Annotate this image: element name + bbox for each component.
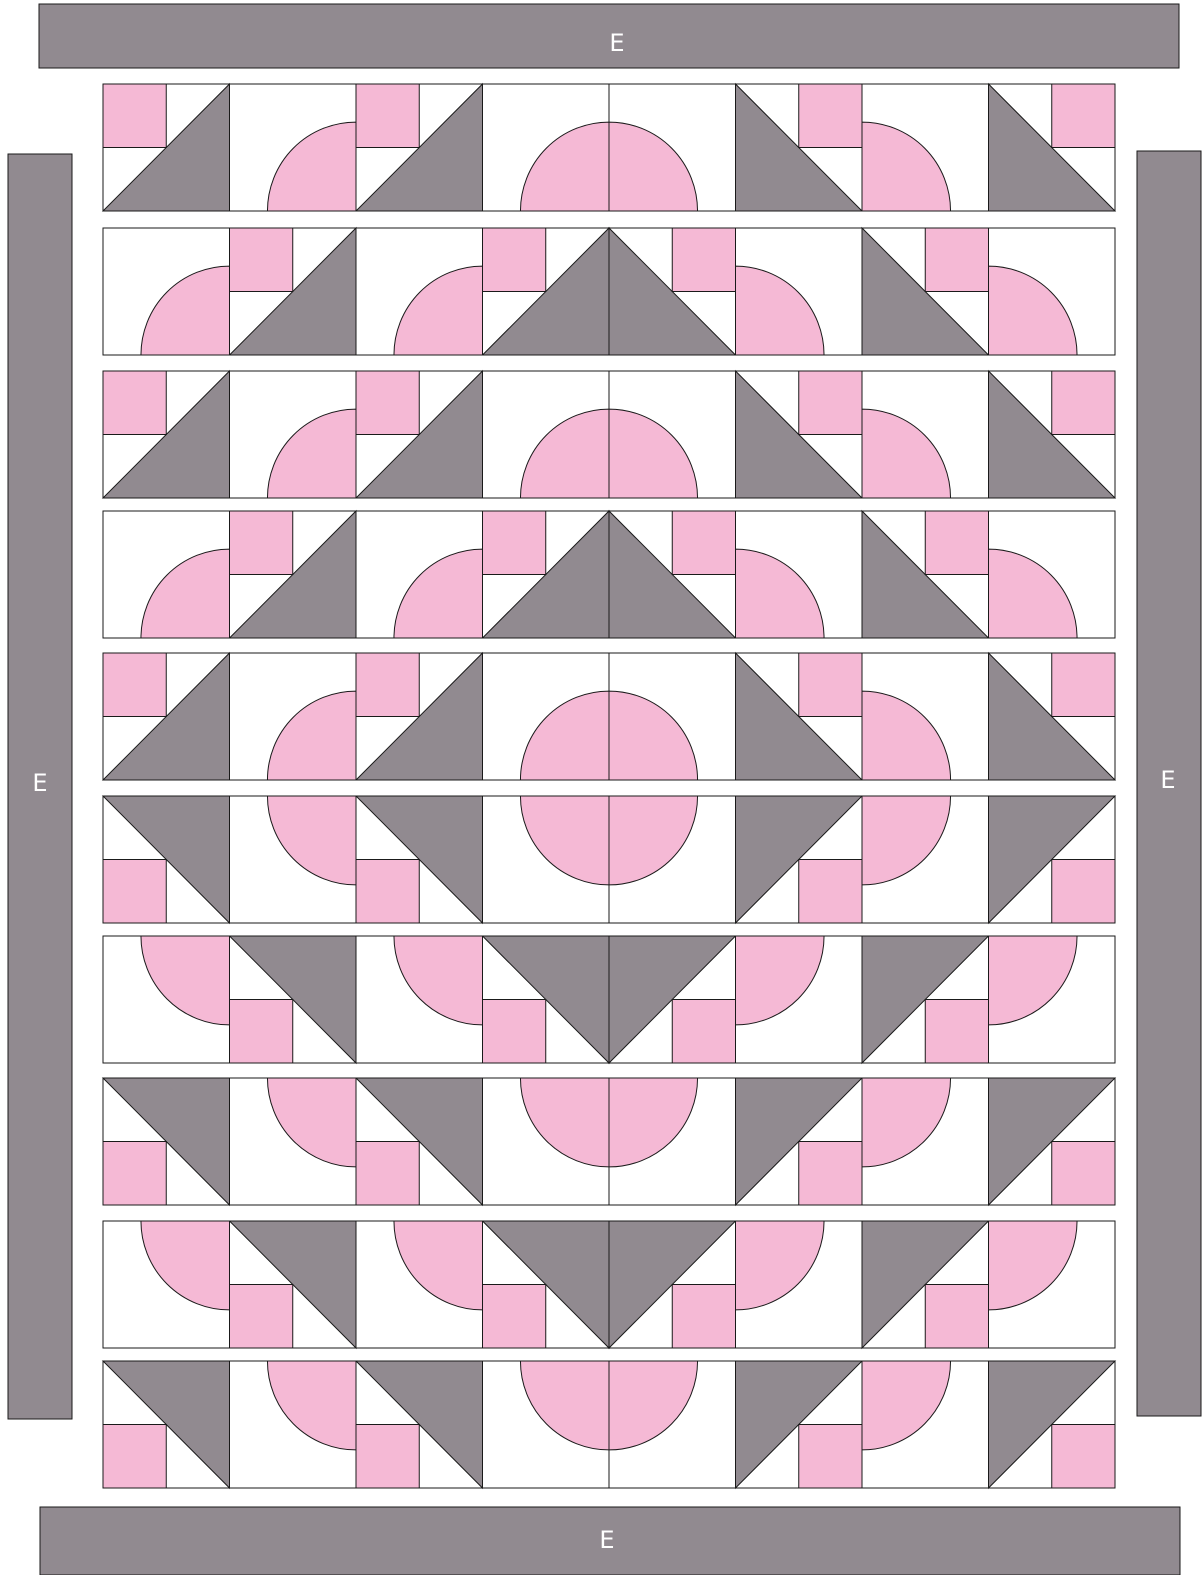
quilt-block xyxy=(989,84,1116,211)
quilt-block xyxy=(103,371,230,498)
quilt-block xyxy=(609,1221,736,1348)
quilt-block xyxy=(862,1221,989,1348)
quilt-block xyxy=(862,228,989,355)
border-label-bottom: E xyxy=(599,1526,614,1554)
quilt-block xyxy=(609,936,736,1063)
pink-square xyxy=(483,1285,546,1349)
pink-square xyxy=(925,1285,988,1349)
pink-square xyxy=(1052,1142,1115,1206)
pink-square xyxy=(1052,860,1115,924)
quilt-block xyxy=(230,1221,357,1348)
quilt-block xyxy=(356,653,483,780)
quilt-block xyxy=(356,796,483,923)
quilt-block xyxy=(356,84,483,211)
quilt-block xyxy=(609,511,736,638)
quilt-row xyxy=(103,371,1115,498)
quilt-block xyxy=(103,1078,230,1205)
pink-square xyxy=(799,653,862,717)
pink-square xyxy=(799,860,862,924)
pink-square xyxy=(672,511,735,575)
pink-square xyxy=(230,1000,293,1064)
pink-square xyxy=(672,228,735,292)
pink-square xyxy=(103,860,166,924)
quilt-row xyxy=(103,1078,1115,1205)
quilt-block xyxy=(736,796,863,923)
pink-square xyxy=(230,511,293,575)
quilt-block xyxy=(989,653,1116,780)
border-label-left: E xyxy=(32,769,47,797)
quilt-block xyxy=(230,511,357,638)
pink-square xyxy=(799,1142,862,1206)
pink-square xyxy=(799,84,862,148)
pink-square xyxy=(103,371,166,435)
pink-square xyxy=(356,1142,419,1206)
quilt-row xyxy=(103,796,1115,923)
pink-square xyxy=(356,1425,419,1489)
pink-square xyxy=(925,511,988,575)
quilt-block xyxy=(103,796,230,923)
pink-square xyxy=(1052,371,1115,435)
pink-square xyxy=(103,84,166,148)
pink-square xyxy=(230,1285,293,1349)
quilt-row xyxy=(103,653,1115,780)
border-label-right: E xyxy=(1160,766,1175,794)
border-label-top: E xyxy=(609,29,624,57)
quilt-block xyxy=(609,228,736,355)
quilt-block xyxy=(103,84,230,211)
pink-square xyxy=(483,1000,546,1064)
quilt-block xyxy=(103,1361,230,1488)
quilt-row xyxy=(103,936,1115,1063)
quilt-block xyxy=(230,936,357,1063)
quilt-block xyxy=(862,511,989,638)
pink-square xyxy=(672,1000,735,1064)
pink-square xyxy=(1052,653,1115,717)
quilt-block xyxy=(989,1361,1116,1488)
pink-square xyxy=(799,371,862,435)
quilt-block xyxy=(736,1078,863,1205)
quilt-block xyxy=(736,84,863,211)
quilt-block xyxy=(989,1078,1116,1205)
quilt-block xyxy=(356,1361,483,1488)
quilt-rows xyxy=(103,84,1115,1488)
pink-square xyxy=(483,228,546,292)
pink-square xyxy=(672,1285,735,1349)
quilt-block xyxy=(103,653,230,780)
pink-square xyxy=(356,860,419,924)
quilt-row xyxy=(103,84,1115,211)
quilt-block xyxy=(736,653,863,780)
quilt-row xyxy=(103,511,1115,638)
pink-square xyxy=(925,1000,988,1064)
pink-square xyxy=(356,653,419,717)
pink-square xyxy=(356,84,419,148)
quilt-block xyxy=(230,228,357,355)
quilt-block xyxy=(736,1361,863,1488)
pink-square xyxy=(483,511,546,575)
quilt-block xyxy=(483,1221,610,1348)
quilt-block xyxy=(483,511,610,638)
quilt-row xyxy=(103,1221,1115,1348)
pink-square xyxy=(103,653,166,717)
pink-square xyxy=(1052,1425,1115,1489)
quilt-block xyxy=(862,936,989,1063)
quilt-row xyxy=(103,1361,1115,1488)
pink-square xyxy=(925,228,988,292)
quilt-block xyxy=(989,796,1116,923)
quilt-block xyxy=(356,371,483,498)
quilt-block xyxy=(736,371,863,498)
pink-square xyxy=(103,1425,166,1489)
pink-square xyxy=(356,371,419,435)
quilt-block xyxy=(483,228,610,355)
pink-square xyxy=(1052,84,1115,148)
quilt-row xyxy=(103,228,1115,355)
pink-square xyxy=(799,1425,862,1489)
quilt-block xyxy=(356,1078,483,1205)
pink-square xyxy=(230,228,293,292)
pink-square xyxy=(103,1142,166,1206)
quilt-block xyxy=(989,371,1116,498)
quilt-block xyxy=(483,936,610,1063)
